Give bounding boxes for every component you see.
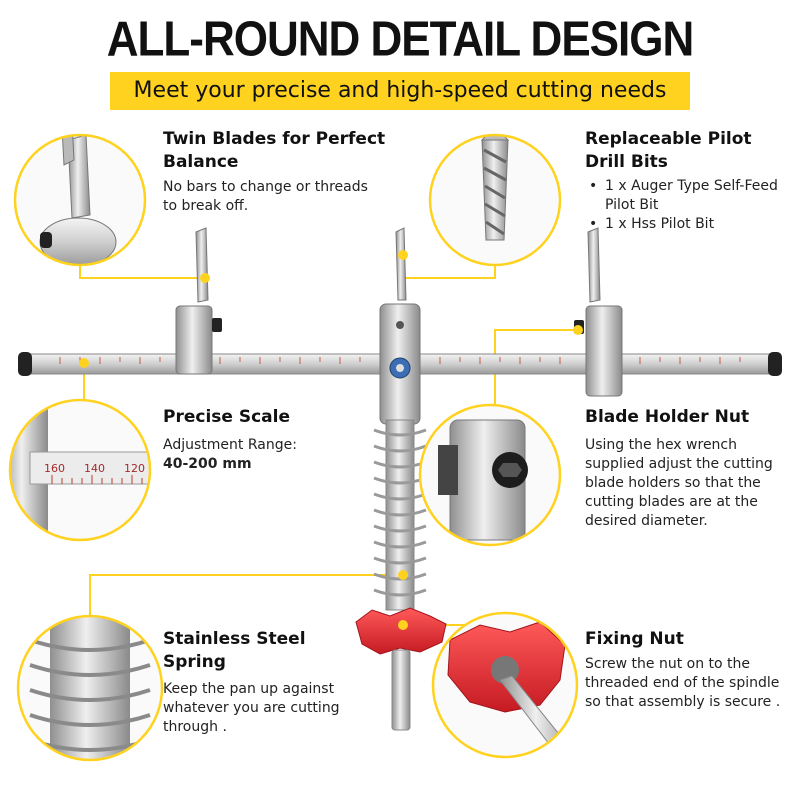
fixing-nut-detail-circle	[431, 611, 579, 759]
precise-scale-heading: Precise Scale	[163, 407, 290, 427]
scale-label-140: 140	[84, 462, 105, 475]
adjustment-range-label: Adjustment Range:	[163, 437, 297, 453]
adjustment-range-value: 40-200 mm	[163, 456, 252, 472]
blade-holder-nut-detail-circle	[418, 403, 562, 547]
blade-holder-nut-heading: Blade Holder Nut	[585, 407, 750, 427]
pilot-bit-item-hss: 1 x Hss Pilot Bit	[585, 215, 785, 234]
spring-heading: Stainless Steel Spring	[163, 629, 306, 672]
pilot-bits-list: 1 x Auger Type Self-Feed Pilot Bit 1 x H…	[585, 177, 785, 234]
spring-description: Keep the pan up against whatever you are…	[163, 681, 340, 735]
fixing-nut-heading: Fixing Nut	[585, 629, 684, 649]
fixing-nut-description: Screw the nut on to the threaded end of …	[585, 656, 781, 710]
subtitle-banner: Meet your precise and high-speed cutting…	[110, 72, 690, 110]
blade-holder-nut-description: Using the hex wrench supplied adjust the…	[585, 437, 773, 529]
page-title: ALL-ROUND DETAIL DESIGN	[106, 12, 694, 67]
center-spindle	[355, 227, 447, 731]
twin-blades-heading: Twin Blades for Perfect Balance	[163, 129, 386, 172]
scale-detail-circle: 160 140 120	[8, 398, 152, 542]
scale-label-120: 120	[124, 462, 145, 475]
twin-blades-description: No bars to change or threads to break of…	[163, 179, 368, 214]
scale-label-160: 160	[44, 462, 65, 475]
spring-detail-circle	[16, 614, 164, 762]
pilot-bits-heading: Replaceable Pilot Drill Bits	[585, 129, 752, 172]
twin-blade-detail-circle	[13, 133, 147, 267]
pilot-bit-detail-circle	[428, 133, 562, 267]
pilot-bit-item-auger: 1 x Auger Type Self-Feed Pilot Bit	[585, 177, 785, 215]
left-blade-holder	[175, 227, 222, 375]
